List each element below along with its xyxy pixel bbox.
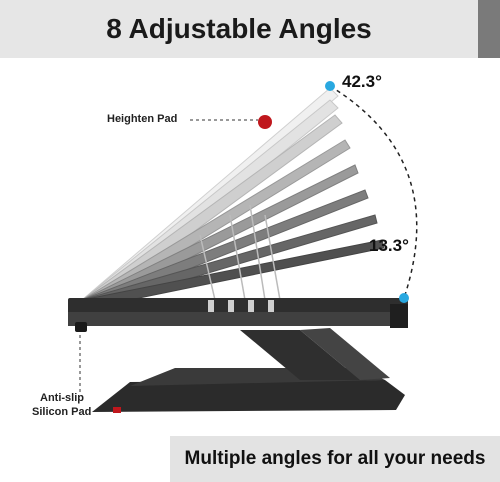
angle-panels: [80, 87, 385, 309]
stand-arm: [240, 330, 360, 380]
max-angle-marker: [325, 81, 335, 91]
min-angle-marker: [399, 293, 409, 303]
base-tray: [68, 298, 408, 314]
min-angle-label: 13.3°: [369, 236, 409, 255]
stand-base: [92, 380, 405, 412]
heighten-pad-marker: [258, 115, 272, 129]
footer-banner: Multiple angles for all your needs: [170, 436, 500, 482]
title-banner: 8 Adjustable Angles: [0, 0, 500, 58]
anti-slip-label-line2: Silicon Pad: [32, 406, 92, 418]
anti-slip-label-line1: Anti-slip: [40, 392, 84, 404]
footer-text: Multiple angles for all your needs: [184, 448, 486, 469]
angle-arc: [329, 85, 418, 299]
max-angle-label: 42.3°: [342, 72, 382, 91]
heighten-pad-label: Heighten Pad: [107, 113, 178, 125]
anti-slip-pad: [113, 407, 121, 413]
banner-accent: [478, 0, 500, 58]
page-title: 8 Adjustable Angles: [106, 13, 372, 44]
